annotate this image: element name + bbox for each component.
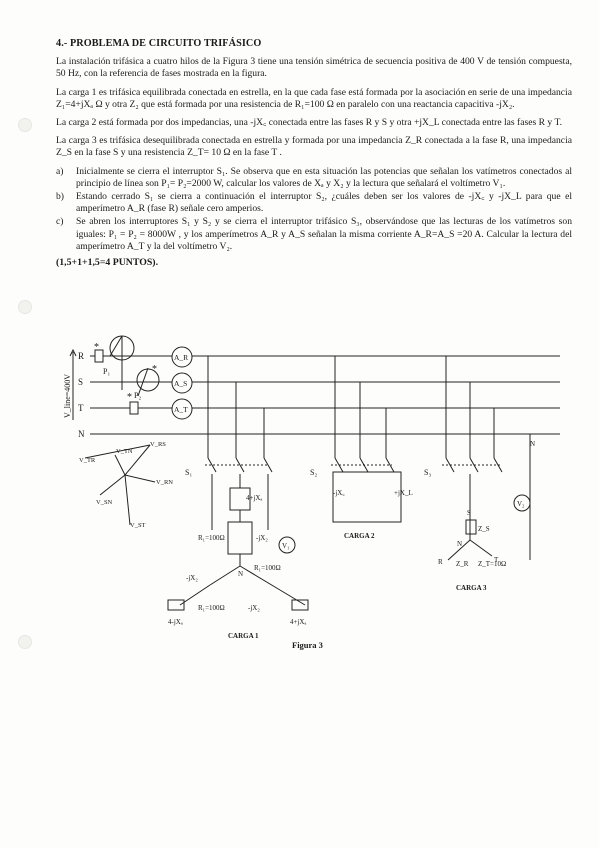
vline-arrow bbox=[69, 348, 77, 420]
ammeter-as-label: A_S bbox=[174, 379, 187, 388]
carga2-xl: +jX_L bbox=[394, 489, 413, 497]
carga3-t: T bbox=[494, 556, 499, 564]
vline-label: V_line=400V bbox=[63, 374, 72, 418]
p1-star2: * bbox=[124, 330, 129, 336]
carga1-xb2: -jX₂ bbox=[186, 574, 198, 582]
label-n: N bbox=[78, 429, 85, 439]
circuit-figure: R S T N V_line=400V P₁ * * P₂ * * bbox=[63, 330, 560, 650]
carga1-z1b: 4-jXₐ bbox=[168, 618, 183, 626]
carga3-zt: Z_T=10Ω bbox=[478, 560, 506, 568]
voltmeter-v2-label: V₂ bbox=[517, 500, 525, 508]
carga2-label: CARGA 2 bbox=[344, 532, 375, 540]
carga1-z1c: 4+jXₐ bbox=[290, 618, 306, 626]
phasor-vtr: V_TR bbox=[79, 457, 96, 464]
punch-hole bbox=[18, 300, 32, 314]
bus-lines bbox=[90, 355, 560, 435]
paragraph-carga3: La carga 3 es trifásica desequilibrada c… bbox=[56, 135, 572, 159]
punch-hole bbox=[18, 118, 32, 132]
switch-s1-label: S₁ bbox=[185, 468, 192, 477]
wattmeter-p1: P₁ * * bbox=[94, 330, 135, 390]
punch-hole bbox=[18, 635, 32, 649]
question-list: a)Inicialmente se cierra el interruptor … bbox=[56, 166, 572, 253]
carga1-n: N bbox=[238, 570, 243, 578]
switch-s2 bbox=[331, 356, 402, 523]
carga1-xb: -jX₂ bbox=[256, 534, 268, 542]
carga2-xc: -jX꜀ bbox=[333, 489, 345, 497]
p2-label: P₂ bbox=[134, 391, 141, 400]
carga1-circuit bbox=[167, 487, 309, 611]
ammeter-at-label: A_T bbox=[174, 405, 188, 414]
p2-star2: * bbox=[152, 364, 157, 375]
carga1-r1: R₁=100Ω bbox=[198, 534, 225, 542]
carga1-xb3: -jX₂ bbox=[248, 604, 260, 612]
label-r: R bbox=[78, 351, 84, 361]
paragraph-carga2: La carga 2 está formada por dos impedanc… bbox=[56, 117, 562, 129]
phasor-diagram bbox=[84, 444, 156, 526]
switch-s2-label: S₂ bbox=[310, 468, 317, 477]
wattmeter-p2: P₂ * * bbox=[127, 364, 160, 415]
ammeters bbox=[171, 346, 193, 420]
carga3-n-line: N bbox=[530, 440, 535, 448]
paragraph-carga1: La carga 1 es trifásica equilibrada cone… bbox=[56, 86, 572, 110]
points-line: (1,5+1+1,5=4 PUNTOS). bbox=[56, 257, 159, 269]
problem-text: 4.- PROBLEMA DE CIRCUITO TRIFÁSICO La in… bbox=[56, 38, 572, 279]
question-b: b)Estando cerrado S₁ se cierra a continu… bbox=[56, 191, 572, 215]
question-c: c)Se abren los interruptores S₁ y S₂ y s… bbox=[56, 216, 572, 252]
problem-title: 4.- PROBLEMA DE CIRCUITO TRIFÁSICO bbox=[56, 38, 262, 49]
carga1-r1c: R₁=100Ω bbox=[198, 604, 225, 612]
carga1-v1: V₁ bbox=[282, 542, 290, 550]
phasor-vrs: V_RS bbox=[150, 441, 166, 448]
carga1-z1: 4+jXₐ bbox=[246, 494, 262, 502]
p1-label: P₁ bbox=[103, 367, 110, 376]
carga3-zs: Z_S bbox=[478, 525, 490, 533]
phasor-vrn: V_RN bbox=[156, 479, 173, 486]
phasor-vtn: V_TN bbox=[116, 448, 133, 455]
carga3-zr: Z_R bbox=[456, 560, 469, 568]
carga3-label: CARGA 3 bbox=[456, 584, 487, 592]
switch-s3-label: S₃ bbox=[424, 468, 431, 477]
label-s: S bbox=[78, 377, 83, 387]
paragraph-intro: La instalación trifásica a cuatro hilos … bbox=[56, 56, 572, 80]
phasor-vst: V_ST bbox=[130, 522, 146, 529]
p2-star: * bbox=[127, 392, 132, 403]
label-t: T bbox=[78, 403, 84, 413]
carga1-label: CARGA 1 bbox=[228, 632, 259, 640]
phasor-vsn: V_SN bbox=[96, 499, 113, 506]
question-a: a)Inicialmente se cierra el interruptor … bbox=[56, 165, 572, 189]
carga1-r1b: R₁=100Ω bbox=[254, 564, 281, 572]
p1-star: * bbox=[94, 342, 99, 353]
carga3-r: R bbox=[438, 558, 443, 566]
switch-s1 bbox=[205, 356, 273, 490]
figure-caption: Figura 3 bbox=[292, 640, 323, 650]
ammeter-ar-label: A_R bbox=[174, 353, 188, 362]
switch-s3 bbox=[442, 356, 531, 561]
carga3-n: N bbox=[457, 540, 462, 548]
carga3-s: S bbox=[467, 509, 471, 517]
